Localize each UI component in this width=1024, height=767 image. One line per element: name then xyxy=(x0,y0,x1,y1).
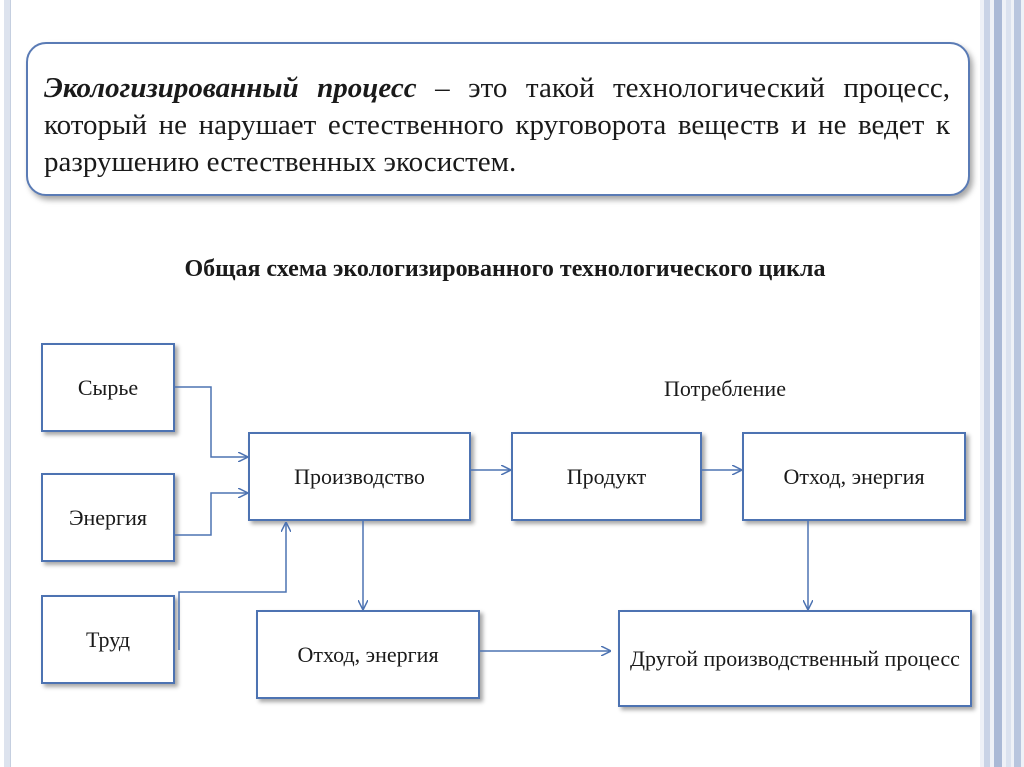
node-waste-energy-top: Отход, энергия xyxy=(742,432,966,521)
node-labor-label: Труд xyxy=(85,626,131,652)
definition-term: Экологизированный процесс xyxy=(44,72,417,104)
node-labor: Труд xyxy=(41,595,175,684)
node-other-process: Другой производственный процесс xyxy=(618,610,972,707)
node-energy-label: Энергия xyxy=(69,504,147,530)
node-production: Производство xyxy=(248,432,471,521)
node-other-process-label: Другой производственный процесс xyxy=(630,645,960,671)
stripe xyxy=(1006,0,1011,767)
stripe xyxy=(994,0,1002,767)
definition-text: – это такой технологический процесс, кот… xyxy=(44,72,950,179)
node-product: Продукт xyxy=(511,432,702,521)
arrow-energy-to-production xyxy=(175,493,247,536)
node-waste-energy-bottom-label: Отход, энергия xyxy=(297,641,439,667)
definition-box: Экологизированный процесс – это такой те… xyxy=(26,42,970,196)
slide-left-border xyxy=(4,0,11,767)
stripe xyxy=(1014,0,1021,767)
stripe xyxy=(984,0,990,767)
decorative-stripes xyxy=(980,0,1024,767)
node-raw-material-label: Сырье xyxy=(77,374,139,400)
node-waste-energy-bottom: Отход, энергия xyxy=(256,610,480,699)
node-production-label: Производство xyxy=(294,463,425,489)
arrow-labor-to-production xyxy=(178,523,286,650)
arrow-raw-to-production xyxy=(175,386,247,457)
scheme-title: Общая схема экологизированного технологи… xyxy=(184,256,826,282)
node-product-label: Продукт xyxy=(566,463,647,489)
consumption-label: Потребление xyxy=(664,376,786,401)
node-raw-material: Сырье xyxy=(41,343,175,432)
node-waste-energy-top-label: Отход, энергия xyxy=(783,463,925,489)
node-energy: Энергия xyxy=(41,473,175,562)
